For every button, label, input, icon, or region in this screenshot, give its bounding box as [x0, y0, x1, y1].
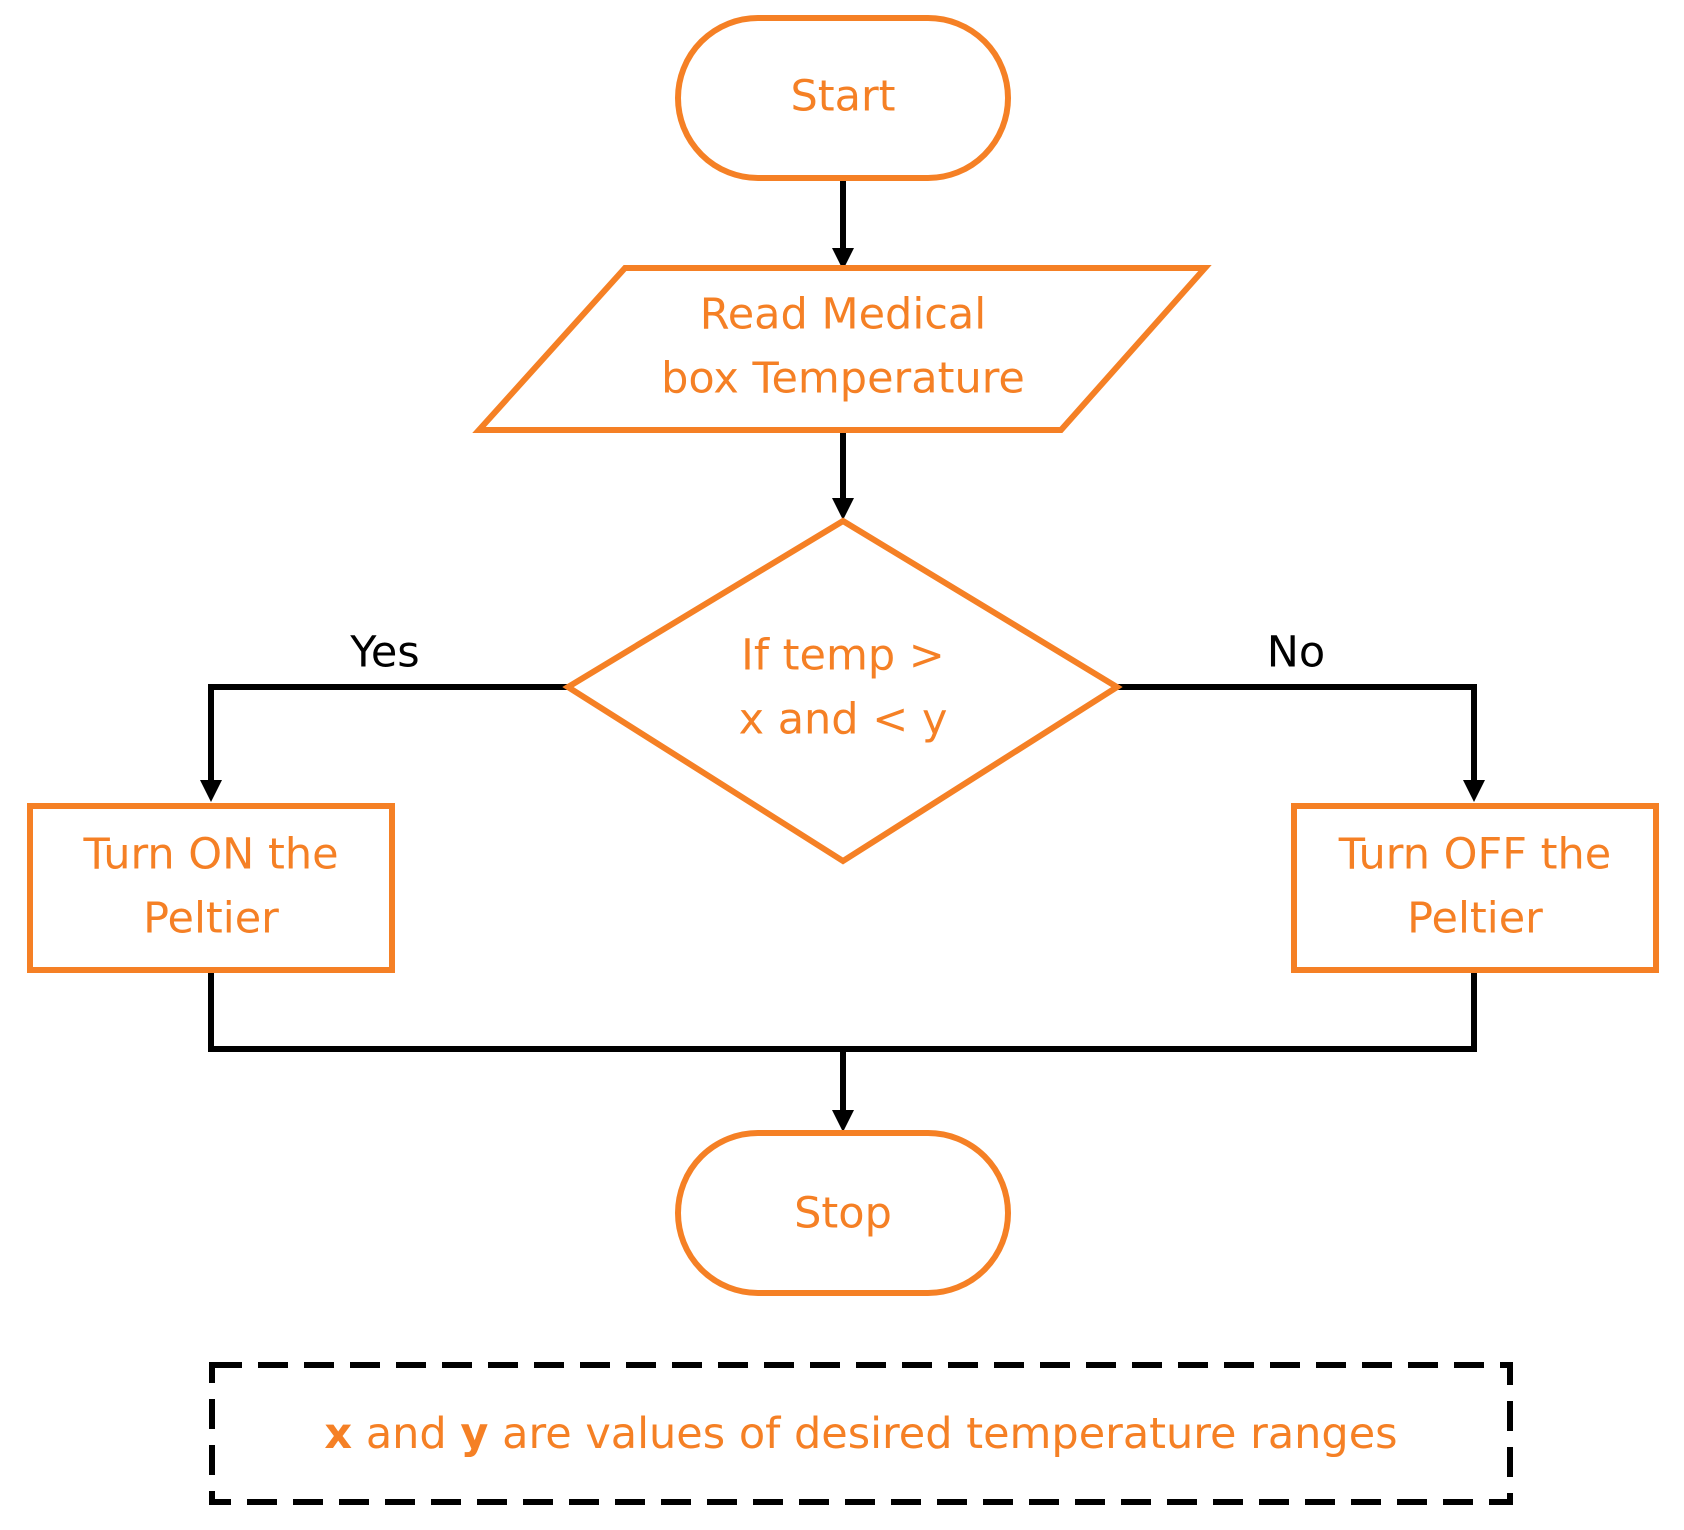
decision-line1: If temp > [741, 631, 945, 681]
note-text: x and y are values of desired temperatur… [324, 1409, 1397, 1459]
branch-label-no: No [1267, 628, 1325, 678]
arrowhead-turn-on [200, 780, 222, 802]
note-rest: are values of desired temperature ranges [488, 1409, 1397, 1459]
note-var-x: x [324, 1409, 352, 1459]
note-and: and [352, 1409, 460, 1459]
arrowhead-read [832, 248, 854, 270]
arrowhead-stop [832, 1110, 854, 1132]
turn-on-line2: Peltier [143, 894, 279, 944]
read-temperature-node: Read Medical box Temperature [472, 265, 1212, 433]
start-node: Start [675, 15, 1011, 181]
stop-node: Stop [675, 1130, 1011, 1296]
turn-on-node: Turn ON the Peltier [27, 803, 395, 973]
turn-off-node: Turn OFF the Peltier [1291, 803, 1659, 973]
connector-decision-yes [208, 684, 568, 782]
decision-node: If temp > x and < y [562, 517, 1123, 865]
stop-label: Stop [794, 1189, 892, 1239]
decision-line2: x and < y [739, 695, 948, 745]
start-label: Start [790, 72, 895, 122]
read-temperature-line2: box Temperature [661, 354, 1025, 404]
turn-off-line2: Peltier [1407, 894, 1543, 944]
connector-merge [208, 970, 1477, 1052]
arrowhead-turn-off [1463, 780, 1485, 802]
note-var-y: y [460, 1409, 488, 1459]
turn-on-line1: Turn ON the [82, 830, 338, 880]
turn-off-line1: Turn OFF the [1338, 830, 1611, 880]
connectors [200, 180, 1485, 1132]
arrowhead-decision [832, 498, 854, 520]
read-temperature-line1: Read Medical [700, 290, 986, 340]
branch-label-yes: Yes [349, 628, 419, 678]
connector-decision-no [1117, 684, 1477, 782]
note-box: x and y are values of desired temperatur… [209, 1362, 1513, 1505]
